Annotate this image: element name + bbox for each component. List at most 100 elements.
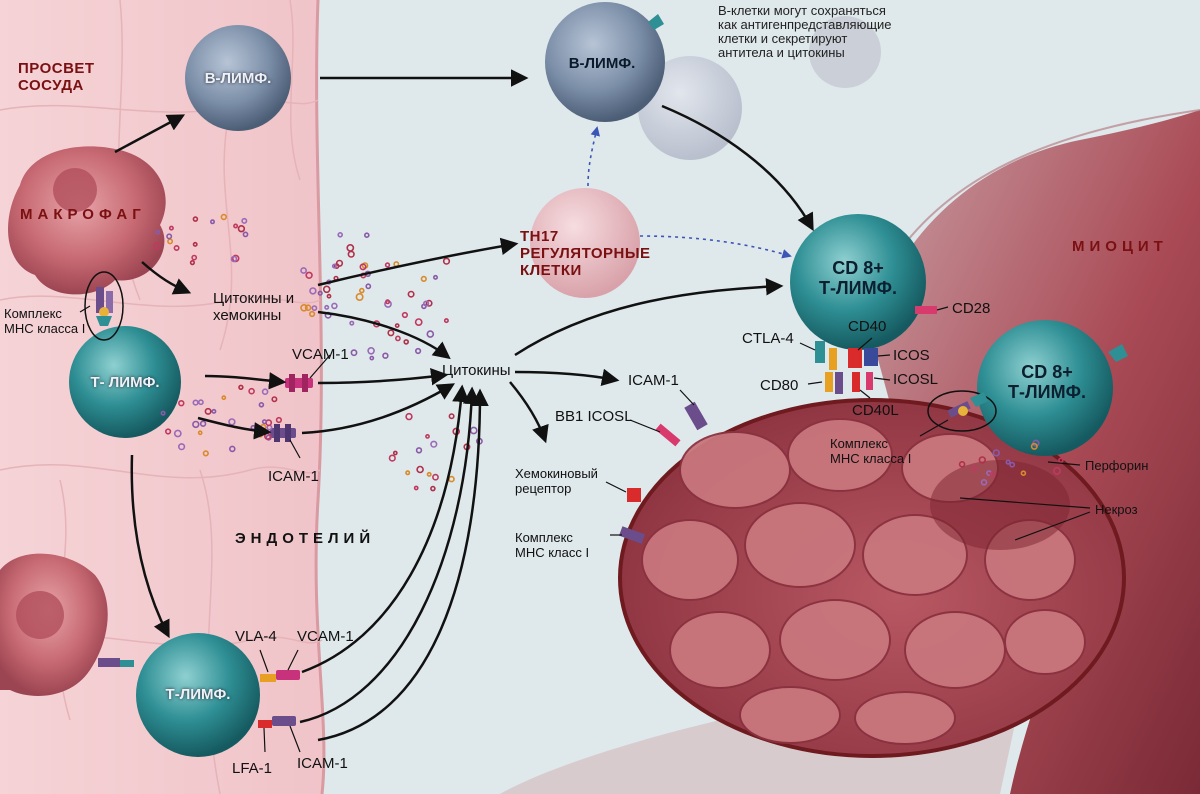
cytokine-particle (347, 250, 355, 258)
cd8-a-line1: CD 8+ (832, 258, 884, 278)
cytokine-particle (210, 219, 216, 225)
cytokine-particle (311, 305, 318, 311)
b-lymph-right-label: В-ЛИМФ. (568, 55, 636, 72)
icam1-mid-label: ICAM-1 (268, 468, 319, 485)
myocyte-label: МИОЦИТ (1072, 238, 1168, 255)
icam1-right-label: ICAM-1 (628, 372, 679, 389)
arrow-t-lymph-to-icam1 (197, 416, 272, 440)
cytokine-particle (241, 217, 248, 224)
t-lymph-bottom-label: Т-ЛИМФ. (165, 686, 231, 703)
cytokine-particle (384, 262, 391, 268)
cytokine-particle (415, 447, 423, 454)
cytokine-particle (978, 456, 986, 464)
cytokine-particle (192, 399, 199, 406)
vcam1-bottom-label: VCAM-1 (297, 628, 354, 645)
cytokine-particle (1020, 470, 1027, 477)
cytokine-particle (989, 471, 996, 478)
cytokine-particle (415, 347, 422, 355)
mhc1-right-line1: Комплекс (830, 436, 888, 451)
cytokine-particle (192, 241, 198, 247)
cytokines-chemokines-line2: хемокины (213, 307, 282, 324)
cytokine-particle (432, 473, 439, 481)
cytokine-particle (230, 255, 238, 263)
cd8-b-label: CD 8+ Т-ЛИМФ. (995, 362, 1099, 402)
chemokine-receptor-line2: рецептор (515, 481, 572, 496)
cytokine-particle (359, 263, 367, 271)
cytokine-particle (365, 283, 372, 290)
cytokine-particle (300, 303, 308, 312)
cd8-b-line2: Т-ЛИМФ. (1008, 382, 1086, 402)
cytokines-label: Цитокины (442, 362, 511, 379)
arrow-cytokines-chemokines-to-cytokines (317, 310, 451, 360)
cytokine-particle (153, 242, 161, 250)
cytokine-particle (304, 304, 312, 312)
cd40l-label: CD40L (852, 402, 899, 419)
necrosis-area (930, 460, 1070, 550)
mhc1-right-label: Комплекс МНС класса I (830, 436, 911, 466)
cytokine-particle (394, 335, 401, 342)
mhc1-right-line2: МНС класса I (830, 451, 912, 466)
arrow-cytokines-to-cd8 (514, 277, 784, 357)
cytokine-particle (221, 395, 227, 401)
cd8-b-line1: CD 8+ (1021, 362, 1073, 382)
cd8-a-label: CD 8+ Т-ЛИМФ. (806, 258, 910, 298)
arrow-t-lymph-to-vcam1 (204, 372, 287, 390)
cytokine-particle (331, 263, 337, 269)
cytokine-particle (233, 223, 239, 229)
vessel-lumen-label: ПРОСВЕТ СОСУДА (18, 60, 95, 94)
cytokine-particle (382, 352, 389, 359)
icos-label: ICOS (893, 347, 930, 364)
vessel-lumen-line1: ПРОСВЕТ (18, 60, 95, 77)
cytokine-particle (971, 465, 978, 472)
cytokine-particle (403, 339, 410, 345)
cytokine-particle (350, 349, 358, 357)
cytokine-particles (153, 213, 1064, 492)
arrow-icam1-to-cytokines (301, 383, 456, 435)
th17-line3: КЛЕТКИ (520, 262, 582, 279)
mhc1-left-line2: МНС класса I (4, 321, 86, 336)
vla4-vcam1-bottom-receptors (260, 670, 300, 682)
cytokine-particle (237, 225, 246, 233)
chemokine-receptor-line1: Хемокиновый (515, 466, 598, 481)
cytokine-particle (430, 485, 436, 492)
b-lymph-right-cell (545, 2, 665, 122)
cd80-label: CD80 (760, 377, 799, 394)
icam1-mid-receptor (270, 424, 296, 442)
cytokine-particle (394, 323, 400, 329)
cytokine-particle (229, 445, 236, 453)
cytokine-particle (220, 213, 228, 221)
cytokine-particle (363, 232, 370, 238)
cytokine-particle (326, 293, 332, 299)
cytokine-particle (355, 292, 364, 301)
b-cell-note-line4: антитела и цитокины (718, 45, 845, 60)
cytokine-particle (420, 275, 427, 283)
macrophage-top (7, 146, 166, 295)
cytokine-particle (160, 410, 166, 416)
dashed-arrows (587, 126, 792, 259)
mhc1-right-receptor (947, 392, 988, 418)
endothelium-label: ЭНДОТЕЛИЙ (235, 530, 376, 547)
th17-label: TH17 РЕГУЛЯТОРНЫЕ КЛЕТКИ (520, 228, 651, 279)
b-cell-note: В-клетки могут сохраняться как антигенпр… (718, 4, 892, 60)
cytokine-particle (442, 257, 451, 265)
cytokine-particle (413, 485, 419, 491)
cytokine-particle (192, 216, 199, 222)
myocyte-surface-receptors (619, 401, 708, 544)
cytokine-particle (191, 254, 198, 261)
mhc1-left-receptor (96, 287, 113, 326)
bb1-icosl-label: BB1 ICOSL (555, 408, 633, 425)
leader-lines (79, 305, 1091, 753)
cytokine-particle (992, 449, 1000, 457)
arrow-b-lymph-to-cd8 (661, 104, 814, 232)
mhc1-right-highlight (927, 390, 997, 432)
arrow-t-lymph-down (130, 454, 170, 639)
perforin-label: Перфорин (1085, 458, 1149, 473)
th17-line1: TH17 (520, 228, 559, 245)
cytokine-particle (228, 418, 236, 426)
cytokine-particle (261, 388, 269, 396)
cytokine-particle (242, 231, 249, 238)
cytokine-particle (155, 229, 161, 235)
b-cell-note-line1: В-клетки могут сохраняться (718, 3, 886, 18)
cd8-a-line2: Т-ЛИМФ. (819, 278, 897, 298)
cytokine-particle (178, 400, 185, 407)
